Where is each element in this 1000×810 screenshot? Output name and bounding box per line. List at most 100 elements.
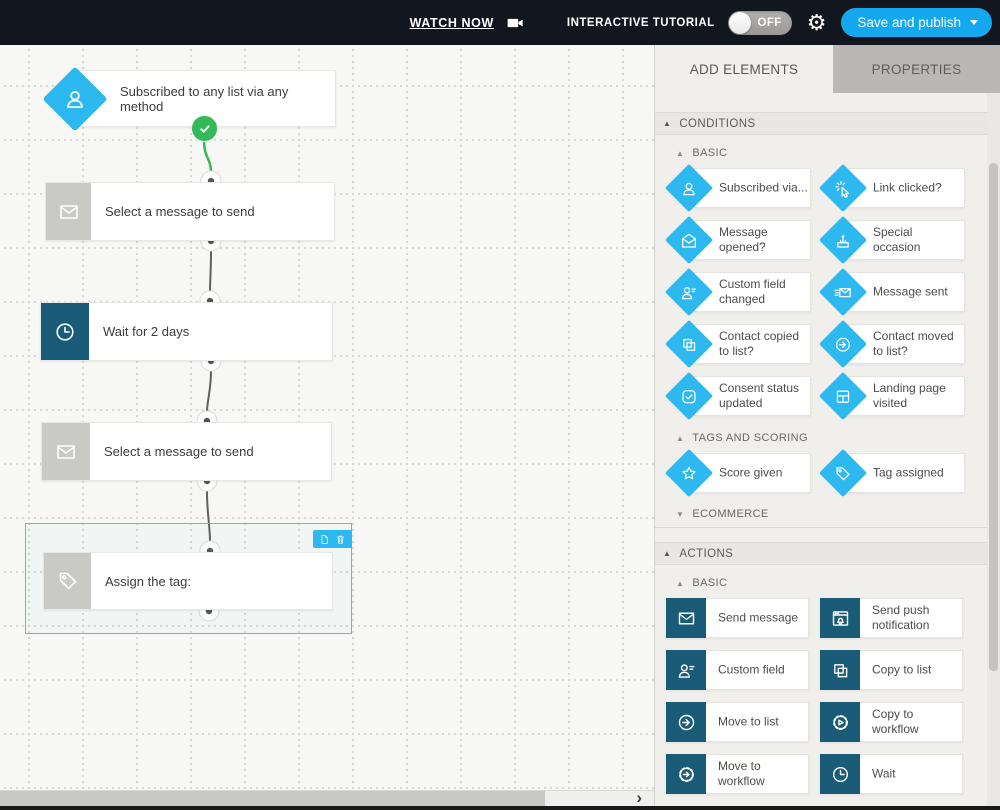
contact-copied-icon [680,335,699,354]
element-tile-wait[interactable]: Wait [820,754,974,794]
interactive-tutorial-label: INTERACTIVE TUTORIAL [566,16,715,29]
tile-label: Send message [718,610,799,625]
save-button-label: Save and publish [857,15,961,30]
tile-label: Special occasion [873,225,921,254]
landing-page-icon [834,387,853,406]
element-tile-copy-to-list[interactable]: Copy to list [820,650,974,690]
section-header-actions[interactable]: ▲ ACTIONS [655,542,1000,565]
tab-add-elements[interactable]: ADD ELEMENTS [655,45,833,93]
link-clicked-icon [834,179,853,198]
tag-icon [56,569,80,593]
move-to-list-icon [666,702,706,742]
vertical-scrollbar[interactable] [987,93,1000,810]
tile-label: Subscribed via... [719,180,808,195]
collapse-icon: ▲ [676,433,685,443]
element-tile-send-push[interactable]: Send push notification [820,598,974,638]
watch-now-link[interactable]: WATCH NOW [410,14,527,32]
element-tile-contact-moved[interactable]: Contact moved to list? [818,319,974,369]
subsection-title: ECOMMERCE [692,508,769,520]
element-tile-consent-status[interactable]: Consent status updated [664,371,820,421]
element-tile-tag-assigned[interactable]: Tag assigned [818,448,974,498]
envelope-icon [54,440,78,464]
score-given-icon [680,464,699,483]
tag-assigned-icon [834,464,853,483]
message-opened-icon [680,231,699,250]
tile-label: Tag assigned [873,465,944,480]
scroll-right-arrow[interactable]: › [636,788,642,807]
tab-properties[interactable]: PROPERTIES [833,45,1000,93]
element-tile-subscribed[interactable]: Subscribed via... [664,163,820,213]
element-tile-custom-field[interactable]: Custom field changed [664,267,820,317]
window-bottom-edge [0,806,1000,810]
tile-label: Send push notification [872,603,930,632]
tutorial-toggle[interactable]: OFF [727,10,792,35]
message-sent-icon [834,283,853,302]
custom-field-icon [680,283,699,302]
block-mini-toolbar[interactable] [313,530,352,548]
horizontal-scrollbar-thumb[interactable] [0,791,545,806]
settings-gear-icon[interactable]: ⚙ [806,9,827,35]
workflow-canvas[interactable]: Subscribed to any list via any method Se… [0,45,655,810]
save-and-publish-button[interactable]: Save and publish [841,8,992,37]
copy-to-workflow-icon [820,702,860,742]
element-tile-special-occasion[interactable]: Special occasion [818,215,974,265]
workflow-block-send-message-2[interactable]: Select a message to send [41,422,332,481]
send-push-icon [830,608,851,629]
subsection-title: BASIC [692,147,728,159]
element-tile-move-to-list[interactable]: Move to list [666,702,820,742]
workflow-block-wait[interactable]: Wait for 2 days [40,302,333,361]
copy-to-list-icon [830,660,851,681]
envelope-icon [57,200,81,224]
element-tile-message-sent[interactable]: Message sent [818,267,974,317]
toggle-state-label: OFF [757,16,782,29]
subsection-header-ecommerce[interactable]: ▼ ECOMMERCE [655,508,1000,520]
section-header-conditions[interactable]: ▲ CONDITIONS [655,112,1000,135]
collapse-icon: ▲ [676,578,685,588]
horizontal-scrollbar[interactable] [0,790,654,806]
element-tile-copy-to-workflow[interactable]: Copy to workflow [820,702,974,742]
contact-moved-icon [834,335,853,354]
element-tile-move-to-workflow[interactable]: Move to workflow [666,754,820,794]
tile-label: Contact moved to list? [873,329,954,358]
subsection-header-basic-conditions[interactable]: ▲ BASIC [655,147,1000,159]
duplicate-icon[interactable] [319,534,330,545]
send-push-icon [820,598,860,638]
send-message-icon [666,598,706,638]
element-tile-landing-page[interactable]: Landing page visited [818,371,974,421]
conditions-basic-grid: Subscribed via... Link clicked? Message op… [664,163,1000,421]
element-tile-score-given[interactable]: Score given [664,448,820,498]
tile-label: Message opened? [719,225,768,254]
element-tile-link-clicked[interactable]: Link clicked? [818,163,974,213]
elements-panel: ADD ELEMENTS PROPERTIES ▲ CONDITIONS ▲ B… [655,45,1000,810]
element-tile-send-message[interactable]: Send message [666,598,820,638]
divider [655,527,1000,528]
subsection-header-tags-scoring[interactable]: ▲ TAGS AND SCORING [655,432,1000,444]
tile-label: Message sent [873,284,948,299]
move-to-workflow-icon [676,764,697,785]
move-to-workflow-icon [666,754,706,794]
element-tile-contact-copied[interactable]: Contact copied to list? [664,319,820,369]
element-tile-message-opened[interactable]: Message opened? [664,215,820,265]
block-label: Select a message to send [105,204,255,219]
element-tile-custom-field[interactable]: Custom field [666,650,820,690]
tile-card [686,376,811,416]
workflow-block-send-message-1[interactable]: Select a message to send [45,182,335,241]
subsection-title: TAGS AND SCORING [692,432,808,444]
vertical-scrollbar-thumb[interactable] [989,163,998,671]
tile-label: Consent status updated [719,381,800,410]
tile-label: Score given [719,465,783,480]
block-label: Assign the tag: [105,573,191,589]
custom-field-icon [676,660,697,681]
watch-now-label[interactable]: WATCH NOW [409,15,494,30]
workflow-block-assign-tag[interactable]: Assign the tag: [43,552,333,610]
subsection-header-basic-actions[interactable]: ▲ BASIC [655,577,1000,589]
tile-label: Copy to list [872,662,932,677]
tile-label: Landing page visited [873,381,946,410]
collapse-icon: ▲ [663,119,672,128]
delete-icon[interactable] [335,534,346,545]
tag-block-icon [44,553,91,609]
panel-tabs: ADD ELEMENTS PROPERTIES [655,45,1000,93]
send-message-icon [676,608,697,629]
tile-label: Custom field [718,662,785,677]
